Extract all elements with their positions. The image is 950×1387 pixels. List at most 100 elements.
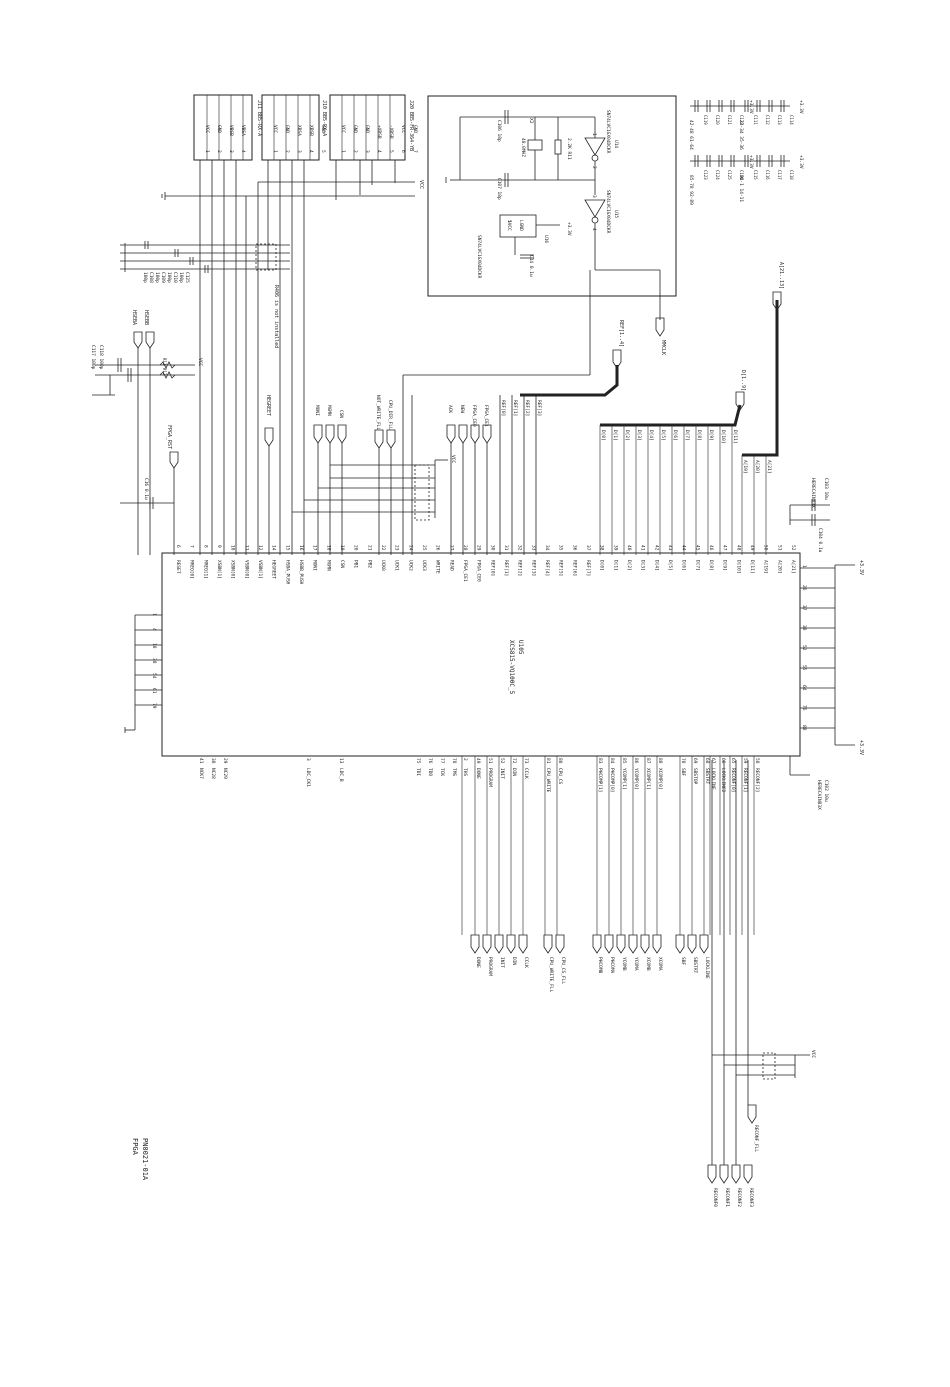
reconf-port-symbol xyxy=(707,1164,717,1184)
inv2-ref: U15 xyxy=(613,210,619,218)
right-pin-number: 52 xyxy=(801,645,807,651)
fpga-bottom-pin-number: 73 xyxy=(523,758,529,764)
bottom-port-label: YCOMA xyxy=(633,957,639,971)
fpga-top-pin-name: MGMN xyxy=(325,560,331,571)
reconf-vcc: VCC xyxy=(810,1050,816,1058)
fpga-top-pin-number: 33 xyxy=(530,545,536,551)
connector-pin-name: VBSB xyxy=(228,125,234,136)
fpga-bottom-pin-number: 67 xyxy=(710,758,716,764)
connector-pin-name: XBSA xyxy=(296,125,302,136)
fpga-bottom-pin-number: 77 xyxy=(439,758,445,764)
fpga-top-pin-name: FPGA_CE0 xyxy=(476,560,482,582)
port-hegreet: HEGREET xyxy=(265,395,271,416)
reg-cap: C14 0.1u xyxy=(528,255,534,277)
connector-pin-name: VCC xyxy=(272,125,278,133)
ground-symbol-top xyxy=(161,192,166,200)
fpga-part: XCS815-VQ100C_5 xyxy=(508,640,515,695)
fpga-bottom-pin-name: TDO xyxy=(427,768,433,776)
bottom-port-label: LOCKLINE xyxy=(704,957,710,979)
p33-label-a: +3.3V xyxy=(858,560,864,575)
bus-labels: D[0]D[1]D[2]D[3]D[4]D[5]D[6]D[7]D[8]D[9]… xyxy=(500,262,784,474)
fpga-top-pin-name: REF[0] xyxy=(489,560,495,576)
fpga-bottom-pin-name: INIT xyxy=(499,768,505,779)
left-pin-number: 79 xyxy=(151,703,157,709)
fpga-bottom-pin-number: 69 xyxy=(692,758,698,764)
fpga-top-pin-number: 9 xyxy=(216,545,222,548)
fpga-top-pin-number: 36 xyxy=(571,545,577,551)
bottom-port-symbol xyxy=(699,934,709,954)
filter-vcc: VCC xyxy=(197,358,203,366)
port-hseba: HSEBA xyxy=(131,310,137,325)
fpga-bottom-pin-name: DIN xyxy=(511,768,517,776)
fpga-bottom-pin-name: XCOMP[0] xyxy=(657,768,663,790)
data-bus-item: D[11] xyxy=(732,430,738,444)
decap-ref: C111 xyxy=(753,115,758,125)
decap-pins: 94-1 14-11 xyxy=(738,175,744,202)
cap-rb-note: HERECAIN83X xyxy=(816,780,822,810)
bottom-port-symbol xyxy=(616,934,626,954)
fpga-top-pin-name: D[3] xyxy=(640,560,646,571)
decap-ref: C125 xyxy=(727,170,732,180)
connector-pin-name: VCC xyxy=(204,125,210,133)
fpga-bottom-pin-name: CPU_WRITE xyxy=(545,768,551,793)
bottom-port-label: CPU_WRITE_FLL xyxy=(548,957,554,993)
decap-net: +3.3V xyxy=(798,155,804,169)
left-cap-value: 100p xyxy=(166,272,172,283)
fpga-top-pin-number: 25 xyxy=(421,545,427,551)
reconf-port-label: RECONF2 xyxy=(736,1188,742,1207)
filter-r1: R11 xyxy=(162,358,167,366)
bottom-port-symbol xyxy=(482,934,492,954)
fpga-bottom-pin-name: CCLK xyxy=(523,768,529,779)
right-pin-number: 76 xyxy=(801,705,807,711)
ref-bus xyxy=(499,349,622,555)
fpga-top-pin-number: 39 xyxy=(612,545,618,551)
fpga-bottom-pin-number: 49 xyxy=(475,758,481,764)
bottom-port-symbol xyxy=(592,934,602,954)
data-bus-item: D[9] xyxy=(708,430,714,441)
port-not-write: NOT_WRITE_FLL xyxy=(375,395,381,431)
left-pin-number: 38 xyxy=(151,658,157,664)
left-pin-number: 4 xyxy=(151,628,157,631)
decap-ref: C113 xyxy=(777,115,782,125)
fpga-bottom-pin-name: TMS xyxy=(451,768,457,776)
filter-c1: C117 100p xyxy=(90,345,96,370)
fpga-bottom-pin-number: 68 xyxy=(704,758,710,764)
fpga-top-pin-name: A[19] xyxy=(763,560,769,574)
fpga-top-pin-number: 18 xyxy=(325,545,331,551)
ref-bus-item: REF[2] xyxy=(524,400,530,416)
reconf-network xyxy=(711,760,810,1165)
fpga-top-pin-number: 51 xyxy=(776,545,782,551)
filter-r2: R12 xyxy=(162,368,167,376)
fpga-bottom-pin-number: 70 xyxy=(680,758,686,764)
fpga-top-pin-number: 48 xyxy=(735,545,741,551)
osc-pin-number: 1 xyxy=(591,133,597,136)
resistor-label: 2.2K R11 xyxy=(566,138,572,160)
fpga-bottom-pin-name: TDI xyxy=(415,768,421,776)
fpga-top-pin-name: PB1 xyxy=(353,560,359,568)
connector-pin-number: 4 xyxy=(240,150,246,153)
xtal-ref: X2 xyxy=(528,118,534,124)
fpga-body xyxy=(161,552,801,757)
bottom-port-symbol xyxy=(675,934,685,954)
fpga-top-pin-name: REF[6] xyxy=(571,560,577,576)
right-pin-number: 38 xyxy=(801,625,807,631)
j10-label: J10 BB5-RX-A xyxy=(321,100,327,136)
fpga-top-pin-number: 45 xyxy=(694,545,700,551)
connector-pin-name: XBSB xyxy=(308,125,314,136)
fpga-top-pin-number: 44 xyxy=(681,545,687,551)
bottom-port-label: YCOMB xyxy=(621,957,627,971)
decap-ref: C120 xyxy=(715,115,720,125)
reg-part: SN74LVC1GX04DCKR xyxy=(476,235,482,279)
bottom-port-label: XCOMB xyxy=(645,957,651,971)
fpga-top-pin-number: 17 xyxy=(312,545,318,551)
fpga-bottom-pin-name: LOCKLINE2 xyxy=(720,768,726,793)
fpga-top-pin-number: 22 xyxy=(380,545,386,551)
bottom-port-label: CPU_CS_FLL xyxy=(560,957,566,984)
left-cap-ref: C110 xyxy=(172,272,178,283)
mid-port-network xyxy=(264,270,591,555)
hseb-filter xyxy=(92,331,195,555)
